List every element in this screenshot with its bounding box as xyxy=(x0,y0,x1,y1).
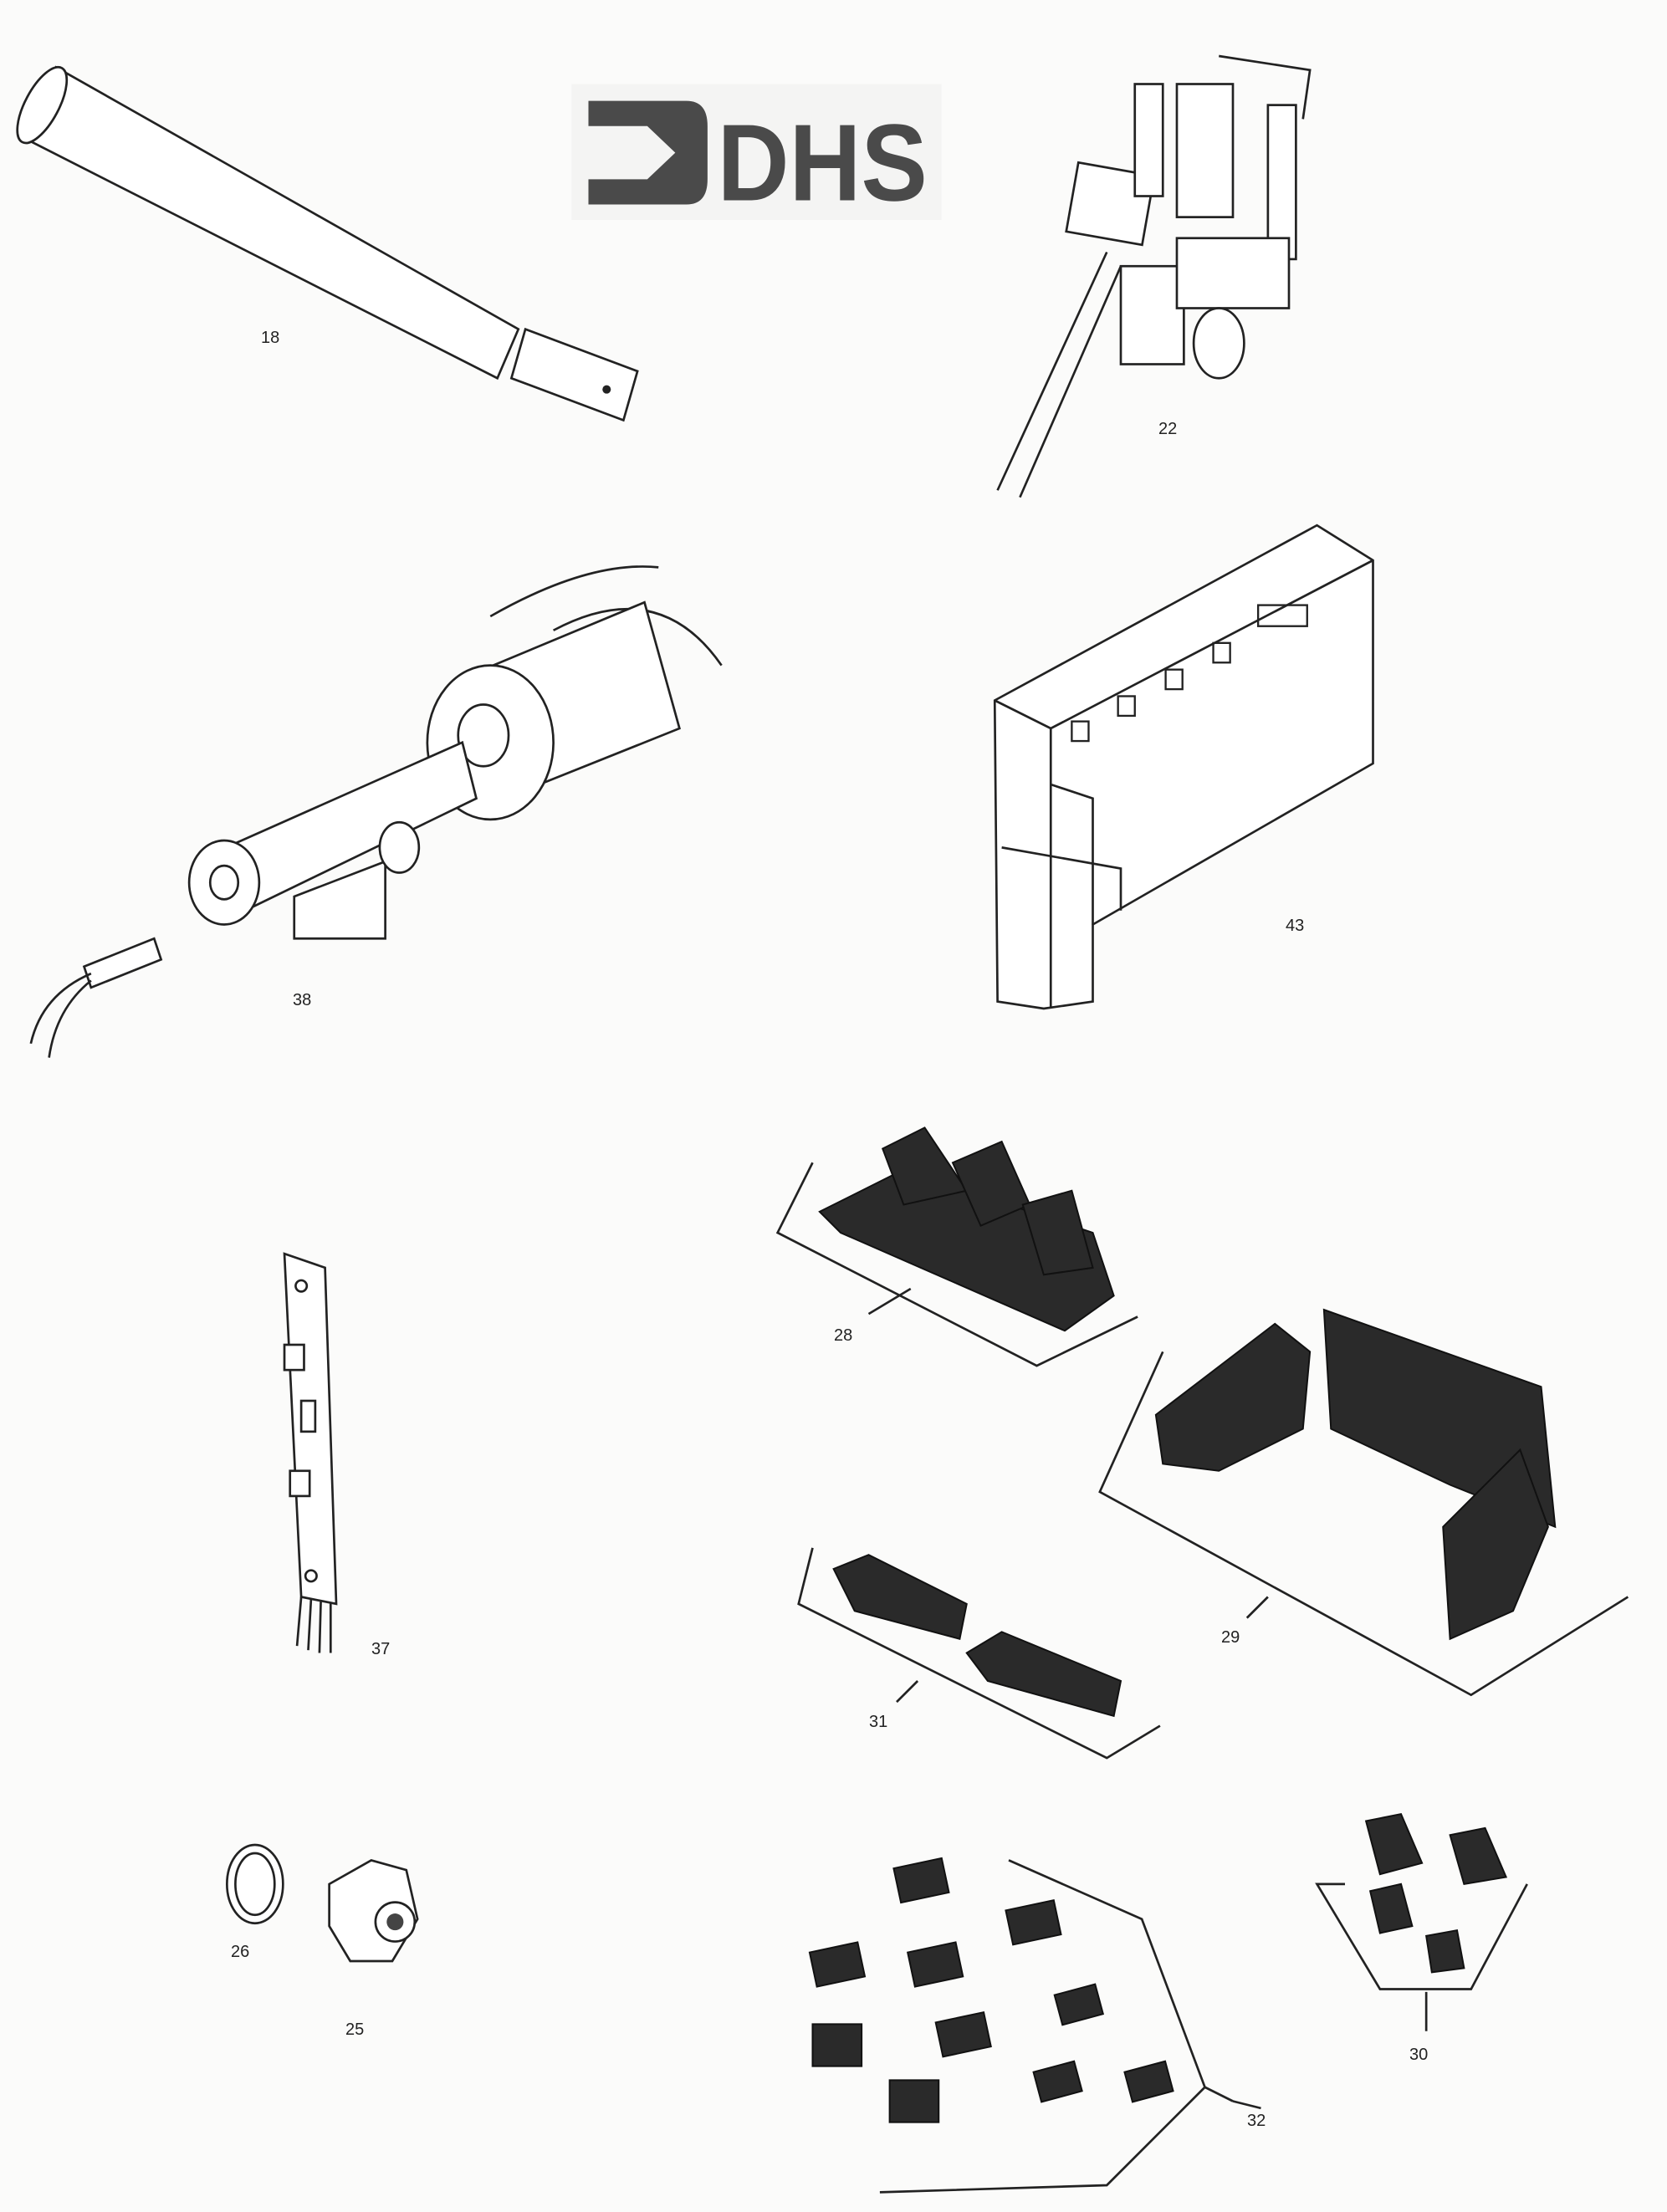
part-label-30: 30 xyxy=(1409,2046,1428,2064)
part-label-26: 26 xyxy=(231,1943,249,1961)
part-22-pilot-assembly xyxy=(996,54,1312,498)
dhs-logo: DHS xyxy=(571,84,942,224)
part-label-22: 22 xyxy=(1158,420,1177,438)
logo-text: DHS xyxy=(718,102,928,224)
part-18-tube xyxy=(16,65,639,422)
part-label-18: 18 xyxy=(261,329,279,347)
part-label-29: 29 xyxy=(1221,1628,1240,1647)
part-label-25: 25 xyxy=(345,2020,364,2039)
part-28-log-set xyxy=(775,1126,1138,1367)
part-38-valve xyxy=(29,565,723,1058)
part-29-fire-panels xyxy=(1098,1308,1629,1697)
part-37-circuit-board xyxy=(283,1252,338,1653)
part-31-ember-logs xyxy=(797,1547,1161,1760)
part-label-43: 43 xyxy=(1286,917,1304,935)
part-label-38: 38 xyxy=(293,991,311,1009)
part-label-32: 32 xyxy=(1247,2112,1266,2130)
part-label-28: 28 xyxy=(834,1326,852,1345)
part-label-31: 31 xyxy=(869,1713,887,1731)
part-32-coals xyxy=(808,1857,1234,2194)
part-30-small-logs xyxy=(1315,1812,1528,2031)
part-26-sealing-ring xyxy=(226,1843,284,1925)
part-25-plug xyxy=(328,1858,419,1963)
part-43-control-box xyxy=(993,524,1374,1010)
part-label-37: 37 xyxy=(371,1640,390,1658)
